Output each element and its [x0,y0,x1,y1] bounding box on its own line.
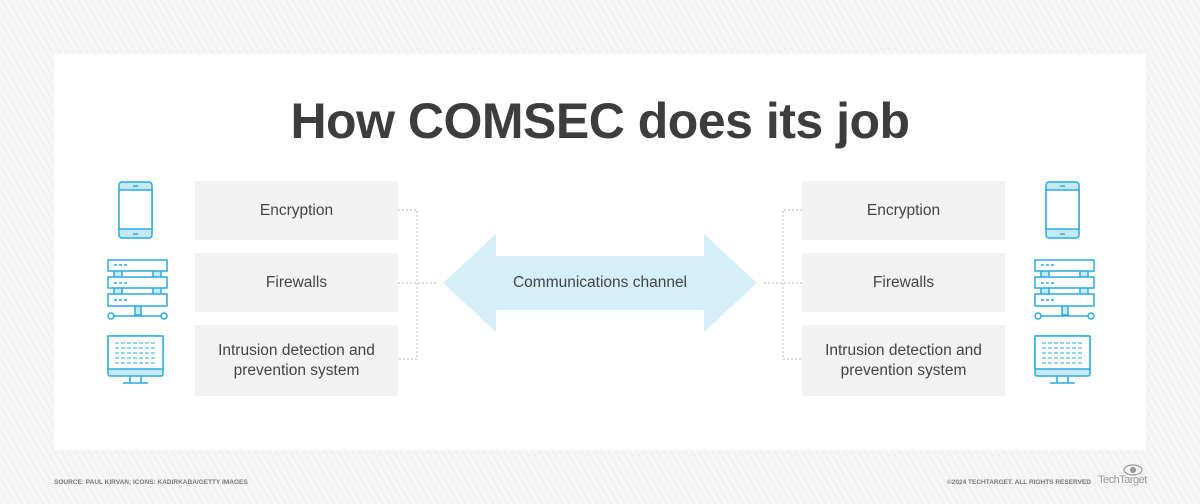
copyright: ©2024 TECHTARGET. ALL RIGHTS RESERVED [947,479,1091,486]
right-encryption-box: Encryption [802,181,1005,240]
left-ids-box: Intrusion detection and prevention syste… [195,325,398,396]
right-firewalls-box: Firewalls [802,253,1005,312]
techtarget-logo: TechTarget [1098,474,1147,486]
right-monitor-icon [1034,335,1091,384]
left-firewalls-box: Firewalls [195,253,398,312]
source-credit: SOURCE: PAUL KIRVAN; ICONS: KADIRKABA/GE… [54,479,248,486]
right-smartphone-icon [1045,181,1080,239]
left-encryption-box: Encryption [195,181,398,240]
left-smartphone-icon [118,181,153,239]
channel-label: Communications channel [512,274,688,291]
right-server-rack-icon [1034,259,1095,320]
techtarget-eye-icon [1123,464,1143,476]
left-monitor-icon [107,335,164,384]
communications-channel-arrow [443,234,757,332]
right-ids-box: Intrusion detection and prevention syste… [802,325,1005,396]
page-title: How COMSEC does its job [290,93,910,149]
left-server-rack-icon [107,259,168,320]
